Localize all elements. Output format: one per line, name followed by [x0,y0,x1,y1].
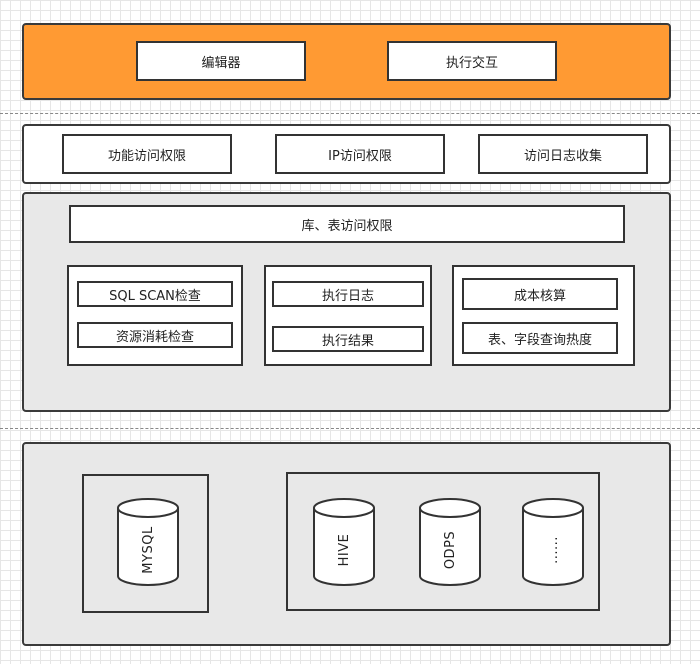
hive-database-icon: HIVE [312,497,376,587]
separator-line-1 [0,113,700,114]
resource-check-box: 资源消耗检查 [77,322,233,348]
function-access-box: 功能访问权限 [62,134,232,174]
execution-result-box: 执行结果 [272,326,424,352]
odps-database-icon: ODPS [418,497,482,587]
cost-accounting-box: 成本核算 [462,278,618,310]
execution-log-box: 执行日志 [272,281,424,307]
sql-scan-check-box: SQL SCAN检查 [77,281,233,307]
odps-label: ODPS [442,530,458,570]
editor-box: 编辑器 [136,41,306,81]
mysql-database-icon: MYSQL [116,497,180,587]
ip-access-box: IP访问权限 [275,134,445,174]
more-label: ...... [545,536,561,564]
mysql-label: MYSQL [140,526,156,574]
field-query-heat-box: 表、字段查询热度 [462,322,618,354]
separator-line-2 [0,428,700,429]
access-log-box: 访问日志收集 [478,134,648,174]
hive-label: HIVE [336,533,352,567]
client-layer [22,23,671,100]
more-database-icon: ...... [521,497,585,587]
execute-interaction-box: 执行交互 [387,41,557,81]
db-table-access-box: 库、表访问权限 [69,205,625,243]
